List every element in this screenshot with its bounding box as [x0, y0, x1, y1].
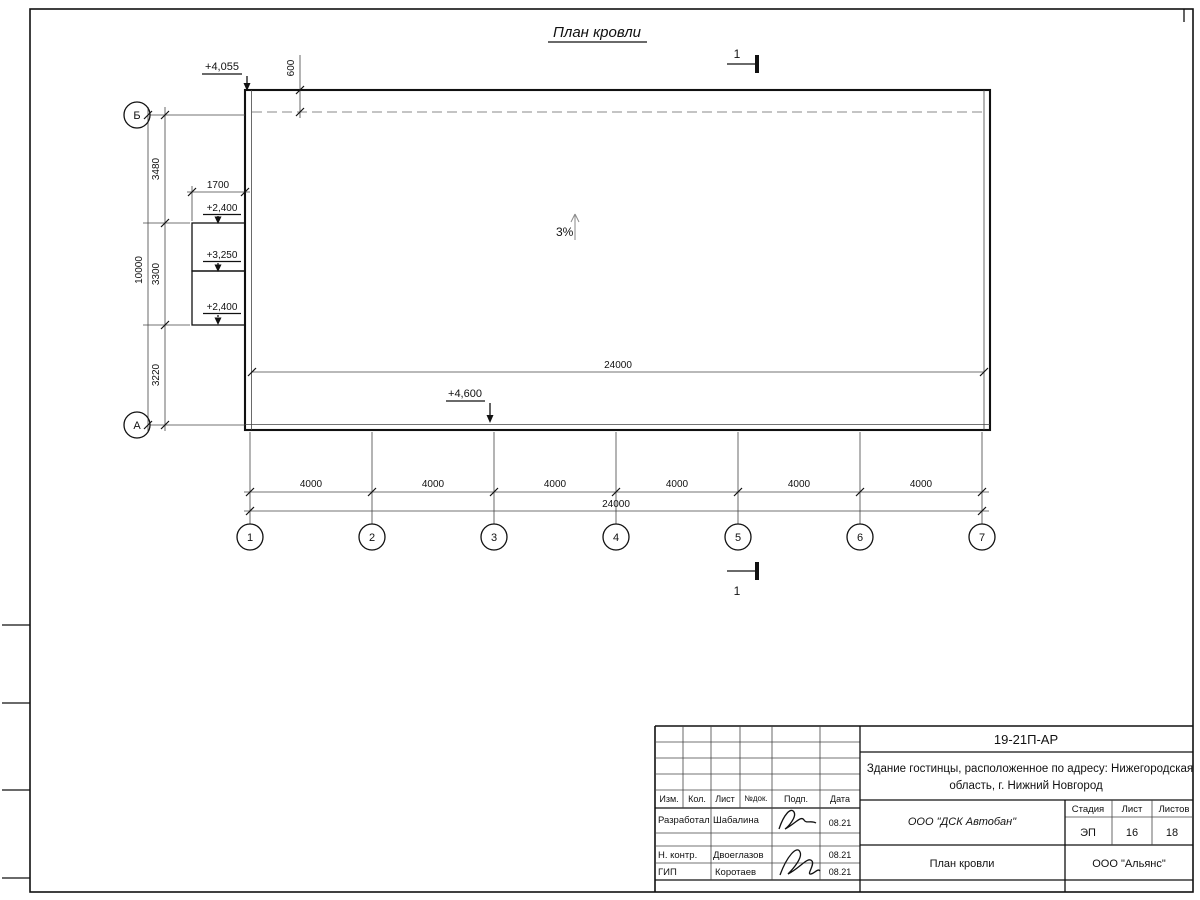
tb-col-kol: Кол. — [688, 794, 706, 804]
tb-org: ООО "ДСК Автобан" — [908, 816, 1017, 828]
title-block: Изм. Кол. Лист №док. Подп. Дата Разработ… — [654, 725, 1193, 892]
axis-label-A: А — [133, 420, 141, 432]
section-mark-bottom: 1 — [727, 562, 759, 598]
elevation-annex-lower: +2,400 — [203, 302, 241, 325]
dim-bay-1: 4000 — [300, 479, 323, 490]
tb-stage-label: Стадия — [1072, 804, 1104, 815]
tb-row2-name: Двоеглазов — [713, 850, 764, 861]
tb-sheets-label: Листов — [1159, 804, 1190, 815]
section-mark-bottom-label: 1 — [734, 584, 741, 598]
tb-firm: ООО "Альянс" — [1092, 858, 1166, 870]
tb-col-ndok: №док. — [744, 794, 767, 803]
dim-bay-6: 4000 — [910, 479, 933, 490]
axis-label-3: 3 — [491, 532, 497, 544]
elevation-top-left: +4,055 — [202, 61, 251, 91]
elevation-annex-lower-label: +2,400 — [207, 302, 238, 313]
dim-bay-2: 4000 — [422, 479, 445, 490]
tb-col-podp: Подп. — [784, 794, 808, 804]
dim-left-2: 3300 — [151, 262, 162, 285]
axis-label-B: Б — [133, 110, 140, 122]
axis-label-4: 4 — [613, 532, 619, 544]
axis-extension-lines — [249, 432, 983, 524]
tb-col-data: Дата — [830, 794, 850, 804]
elevation-top-left-label: +4,055 — [205, 61, 239, 73]
annex-structures — [191, 222, 246, 326]
annex-box-lower — [191, 270, 246, 326]
sheet-frame — [2, 8, 1194, 893]
tb-row2-role: Н. контр. — [658, 850, 697, 861]
elevation-annex-upper: +2,400 — [203, 203, 241, 224]
axis-label-5: 5 — [735, 532, 741, 544]
slope-annotation: 3% — [556, 213, 580, 240]
tb-col-list: Лист — [715, 794, 735, 804]
tb-stage: ЭП — [1080, 827, 1096, 839]
dim-left-1: 3480 — [151, 157, 162, 180]
dim-bay-5: 4000 — [788, 479, 811, 490]
tb-row3-date: 08.21 — [829, 867, 852, 877]
section-mark-top-label: 1 — [734, 47, 741, 61]
slope-label: 3% — [556, 225, 574, 239]
tb-sheet-label: Лист — [1122, 804, 1143, 815]
elevation-bottom: +4,600 — [446, 388, 494, 423]
tb-object-line2: область, г. Нижний Новгород — [949, 780, 1103, 792]
tb-row1-date: 08.21 — [829, 818, 852, 828]
tb-row2-date: 08.21 — [829, 850, 852, 860]
tb-object-line1: Здание гостинцы, расположенное по адресу… — [867, 763, 1193, 775]
tb-doc-code: 19-21П-АР — [994, 732, 1058, 747]
dim-inner-total: 24000 — [604, 360, 632, 371]
inner-total-dimension: 24000 — [247, 360, 989, 377]
tb-col-izm: Изм. — [659, 794, 678, 804]
tb-sheet-num: 16 — [1126, 827, 1138, 839]
dim-overhang: 600 — [286, 59, 297, 76]
bottom-dimension-chain: 4000 4000 4000 4000 4000 4000 24000 — [244, 479, 989, 516]
dim-left-total: 10000 — [134, 256, 145, 284]
dim-left-3: 3220 — [151, 363, 162, 386]
tb-row1-name: Шабалина — [713, 815, 760, 826]
dim-bay-4: 4000 — [666, 479, 689, 490]
elevation-annex-upper-label: +2,400 — [207, 203, 238, 214]
left-dimension-chain: 3480 3300 3220 10000 — [134, 107, 245, 431]
axis-label-6: 6 — [857, 532, 863, 544]
signature-nkontr-gip — [779, 849, 821, 876]
section-mark-top: 1 — [727, 47, 759, 73]
dim-annex-width: 1700 — [207, 180, 230, 191]
axis-label-7: 7 — [979, 532, 985, 544]
axis-label-2: 2 — [369, 532, 375, 544]
roof-outline — [243, 88, 992, 432]
elevation-bottom-label: +4,600 — [448, 388, 482, 400]
tb-row3-role: ГИП — [658, 867, 677, 878]
axis-marker-A: А — [123, 411, 151, 439]
tb-sheets-total: 18 — [1166, 827, 1178, 839]
dim-bay-3: 4000 — [544, 479, 567, 490]
axis-marker-B: Б — [123, 101, 151, 129]
signature-razrabotal — [778, 809, 817, 830]
axis-label-1: 1 — [247, 532, 253, 544]
tb-row1-role: Разработал — [658, 815, 710, 826]
annex-width-dimension: 1700 — [187, 180, 250, 221]
roof-outer-contour — [243, 88, 992, 432]
dim-bottom-total: 24000 — [602, 499, 630, 510]
tb-drawing-title: План кровли — [930, 858, 995, 870]
tb-row3-name: Коротаев — [715, 867, 756, 878]
page-title: План кровли — [553, 24, 642, 41]
elevation-annex-middle-label: +3,250 — [207, 250, 238, 261]
sheet-title: План кровли — [548, 24, 647, 43]
overhang-dimension: 600 — [286, 55, 305, 118]
elevation-annex-middle: +3,250 — [203, 250, 241, 272]
axis-markers-horizontal: 1 2 3 4 5 6 7 — [236, 523, 996, 551]
